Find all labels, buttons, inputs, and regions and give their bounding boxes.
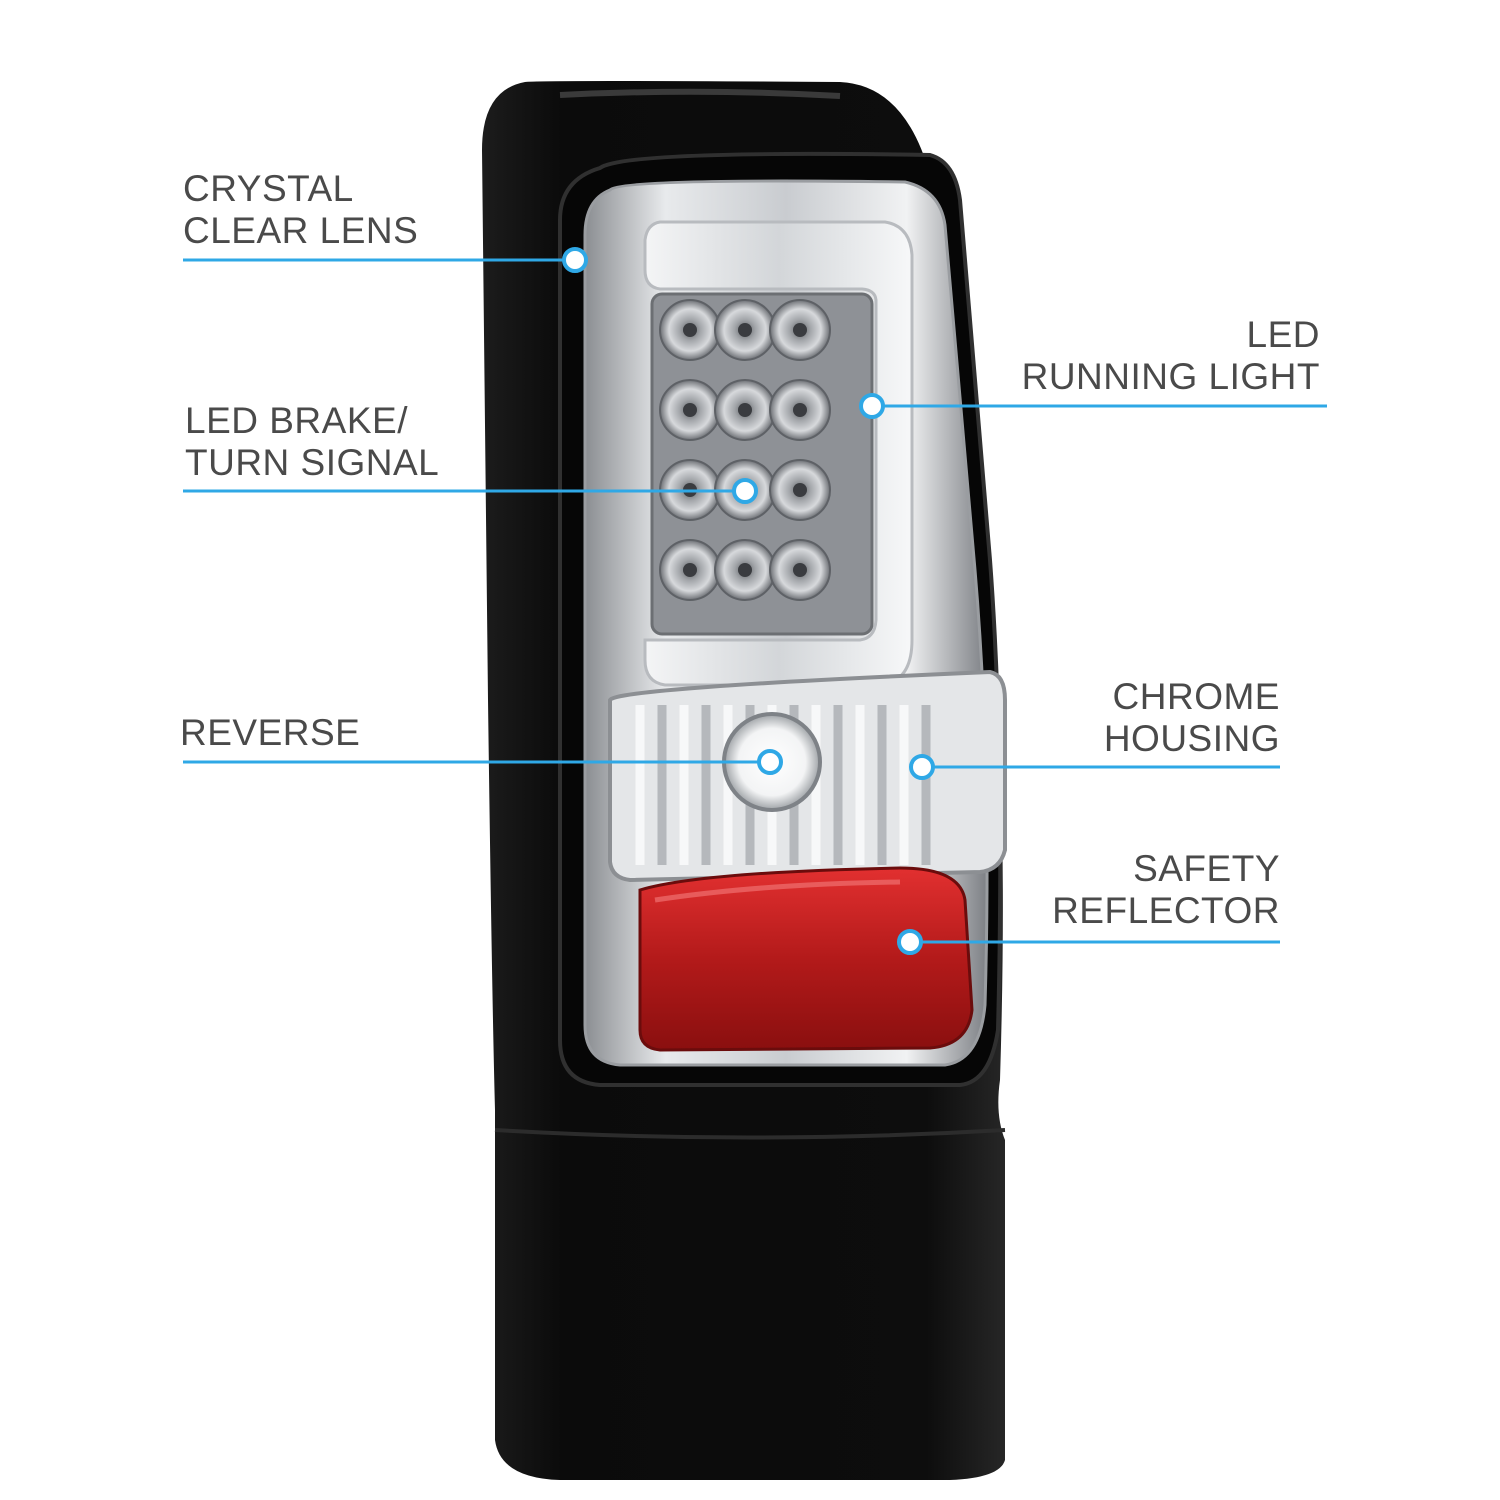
- callout-dot-chrome-housing: [909, 754, 935, 780]
- led-diode-core: [793, 323, 807, 337]
- led-diode-core: [683, 323, 697, 337]
- shell-highlight: [559, 88, 841, 99]
- running-light-tube: [643, 220, 914, 687]
- led-diode-core: [738, 403, 752, 417]
- led-diode-core: [793, 403, 807, 417]
- led-diode-core: [683, 563, 697, 577]
- safety-reflector-lens: [638, 866, 974, 1052]
- callout-dot-led-brake-turn-signal: [732, 478, 758, 504]
- callout-leaders: [183, 247, 1327, 955]
- led-diode-core: [683, 403, 697, 417]
- reflector-highlight: [654, 879, 901, 903]
- led-diode-core: [738, 323, 752, 337]
- callout-dot-reverse: [757, 749, 783, 775]
- led-diode-core: [738, 563, 752, 577]
- callout-dot-crystal-clear-lens: [562, 247, 588, 273]
- label-led-brake-turn-signal: LED BRAKE/TURN SIGNAL: [185, 400, 440, 483]
- lower-mount: [494, 1128, 1006, 1140]
- callout-dot-led-running-light: [859, 393, 885, 419]
- label-reverse: REVERSE: [180, 712, 361, 753]
- callout-dot-safety-reflector: [897, 929, 923, 955]
- led-diode-core: [793, 563, 807, 577]
- led-diode-core: [793, 483, 807, 497]
